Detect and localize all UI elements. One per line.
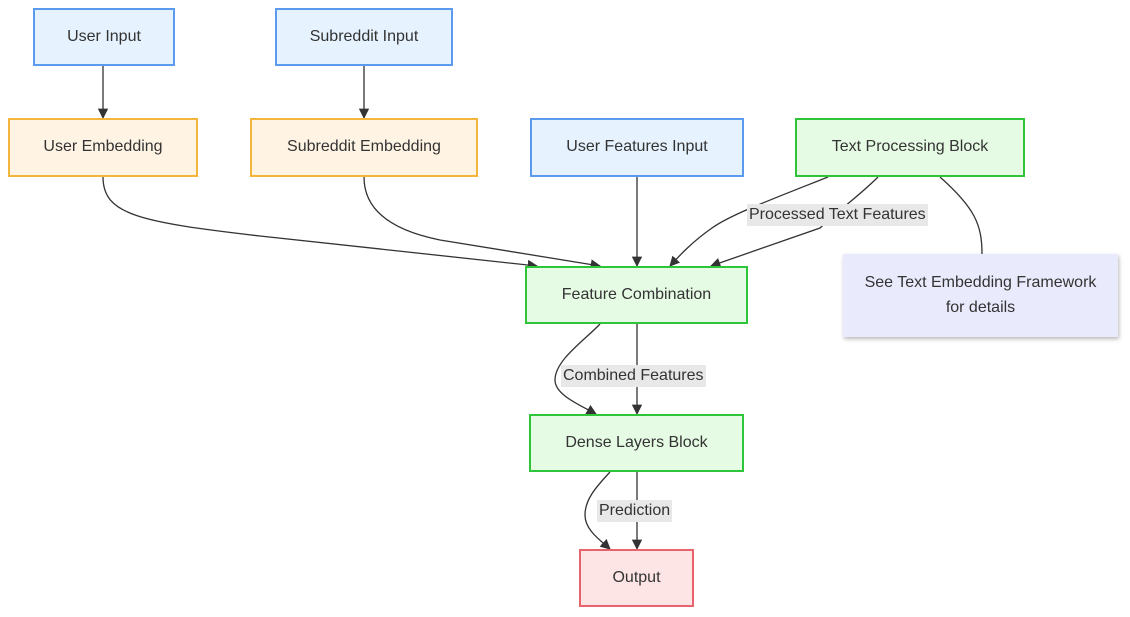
user-embedding-node: User Embedding: [8, 118, 198, 177]
edge-label-combined-features: Combined Features: [561, 365, 706, 387]
feature-combination-node: Feature Combination: [525, 266, 748, 324]
edge-label-prediction: Prediction: [597, 500, 673, 522]
output-node: Output: [579, 549, 694, 607]
text-embedding-note: See Text Embedding Framework for details: [843, 254, 1118, 337]
edge-feature-combination-to-dense-layers-a: [554, 323, 601, 415]
edge-subreddit-embedding-to-feature-combination: [363, 176, 602, 270]
edge-text-processing-to-feature-combination-a: [669, 176, 829, 267]
user-features-input-node: User Features Input: [530, 118, 744, 177]
edge-text-processing-to-note: [939, 176, 983, 255]
edge-user-embedding-to-feature-combination: [102, 176, 539, 271]
subreddit-embedding-node: Subreddit Embedding: [250, 118, 478, 177]
dense-layers-block-node: Dense Layers Block: [529, 414, 744, 472]
text-processing-block-node: Text Processing Block: [795, 118, 1025, 177]
edge-label-processed-text-features: Processed Text Features: [747, 204, 928, 226]
edge-dense-layers-to-output-a: [584, 471, 611, 550]
user-input-node: User Input: [33, 8, 175, 66]
subreddit-input-node: Subreddit Input: [275, 8, 453, 66]
edge-text-processing-to-feature-combination-b: [710, 176, 879, 268]
